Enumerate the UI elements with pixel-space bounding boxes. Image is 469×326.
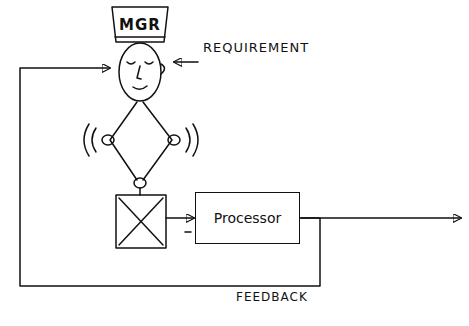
process-box: Processor [195, 192, 300, 244]
manager-label: MGR [119, 16, 161, 34]
face [119, 43, 161, 101]
wave-mark [84, 124, 89, 156]
signal-label: REQUIREMENT [201, 40, 311, 55]
minus-sign [185, 231, 191, 233]
control-arrow [166, 217, 194, 219]
feedback-connector [20, 68, 320, 286]
hat [112, 7, 168, 42]
hat-band [115, 36, 165, 38]
manager-head: MGR [110, 4, 170, 104]
wave-mark [186, 128, 190, 152]
left-hand [102, 135, 114, 145]
requirement-arrow [174, 61, 198, 63]
edge-label: FEEDBACK [234, 290, 310, 304]
control-box [116, 195, 166, 248]
ear [161, 64, 165, 74]
wave-mark [92, 128, 96, 152]
nose [137, 66, 141, 79]
handle [139, 188, 141, 195]
grip-hand [134, 178, 146, 188]
right-hand [168, 135, 180, 145]
wave-mark [193, 124, 198, 156]
process-label: Processor [214, 210, 281, 226]
mouth [133, 86, 147, 89]
control-cross [119, 198, 163, 245]
output-arrow [301, 217, 461, 219]
closed-eyes [127, 62, 153, 64]
